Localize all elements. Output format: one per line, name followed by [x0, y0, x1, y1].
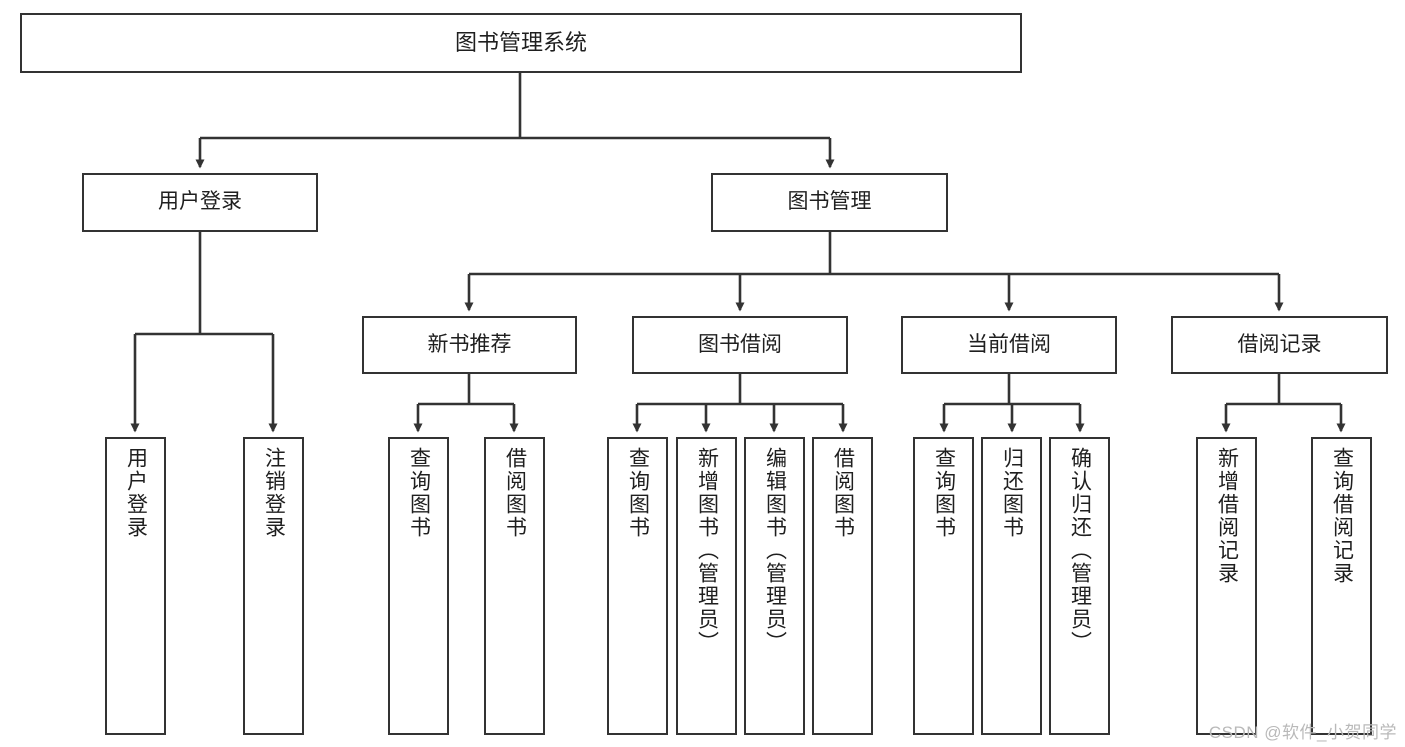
node-leaf-borrow-book[interactable]: 借阅图书: [812, 437, 873, 735]
node-label: 查询图书: [407, 447, 431, 539]
node-borrow-record[interactable]: 借阅记录: [1171, 316, 1388, 374]
node-label: 新增图书（管理员）: [695, 447, 719, 654]
watermark-text: CSDN @软件_小贺同学: [1208, 723, 1397, 742]
node-label: 确认归还（管理员）: [1068, 447, 1092, 654]
node-label: 编辑图书（管理员）: [763, 447, 787, 654]
node-label: 归还图书: [1000, 447, 1024, 539]
node-leaf-query-borrow-record[interactable]: 查询借阅记录: [1311, 437, 1372, 735]
node-label: 当前借阅: [967, 332, 1051, 356]
node-leaf-edit-book-admin[interactable]: 编辑图书（管理员）: [744, 437, 805, 735]
node-leaf-add-book-admin[interactable]: 新增图书（管理员）: [676, 437, 737, 735]
node-label: 图书管理系统: [454, 30, 587, 56]
node-label: 注销登录: [262, 447, 286, 539]
node-label: 新书推荐: [427, 332, 512, 356]
node-leaf-query-book-recommend[interactable]: 查询图书: [388, 437, 449, 735]
node-label: 借阅图书: [503, 447, 527, 539]
node-label: 用户登录: [158, 190, 242, 214]
node-leaf-confirm-return-admin[interactable]: 确认归还（管理员）: [1049, 437, 1110, 735]
node-label: 用户登录: [124, 447, 148, 539]
node-leaf-add-borrow-record[interactable]: 新增借阅记录: [1196, 437, 1257, 735]
node-current-borrow[interactable]: 当前借阅: [901, 316, 1117, 374]
node-leaf-return-book[interactable]: 归还图书: [981, 437, 1042, 735]
node-label: 查询借阅记录: [1330, 447, 1354, 585]
node-root-book-management-system[interactable]: 图书管理系统: [20, 13, 1022, 73]
node-leaf-logout[interactable]: 注销登录: [243, 437, 304, 735]
node-label: 查询图书: [626, 447, 650, 539]
node-new-book-recommendation[interactable]: 新书推荐: [362, 316, 577, 374]
node-label: 新增借阅记录: [1215, 447, 1239, 585]
node-book-borrow[interactable]: 图书借阅: [632, 316, 848, 374]
node-leaf-query-book-borrow[interactable]: 查询图书: [607, 437, 668, 735]
node-book-management[interactable]: 图书管理: [711, 173, 948, 232]
node-label: 图书借阅: [698, 332, 782, 356]
node-label: 图书管理: [787, 190, 872, 214]
node-user-login[interactable]: 用户登录: [82, 173, 318, 232]
node-label: 借阅图书: [831, 447, 855, 539]
node-leaf-query-book-current[interactable]: 查询图书: [913, 437, 974, 735]
node-leaf-borrow-book-recommend[interactable]: 借阅图书: [484, 437, 545, 735]
node-leaf-user-login[interactable]: 用户登录: [105, 437, 166, 735]
node-label: 查询图书: [932, 447, 956, 539]
node-label: 借阅记录: [1237, 332, 1322, 356]
